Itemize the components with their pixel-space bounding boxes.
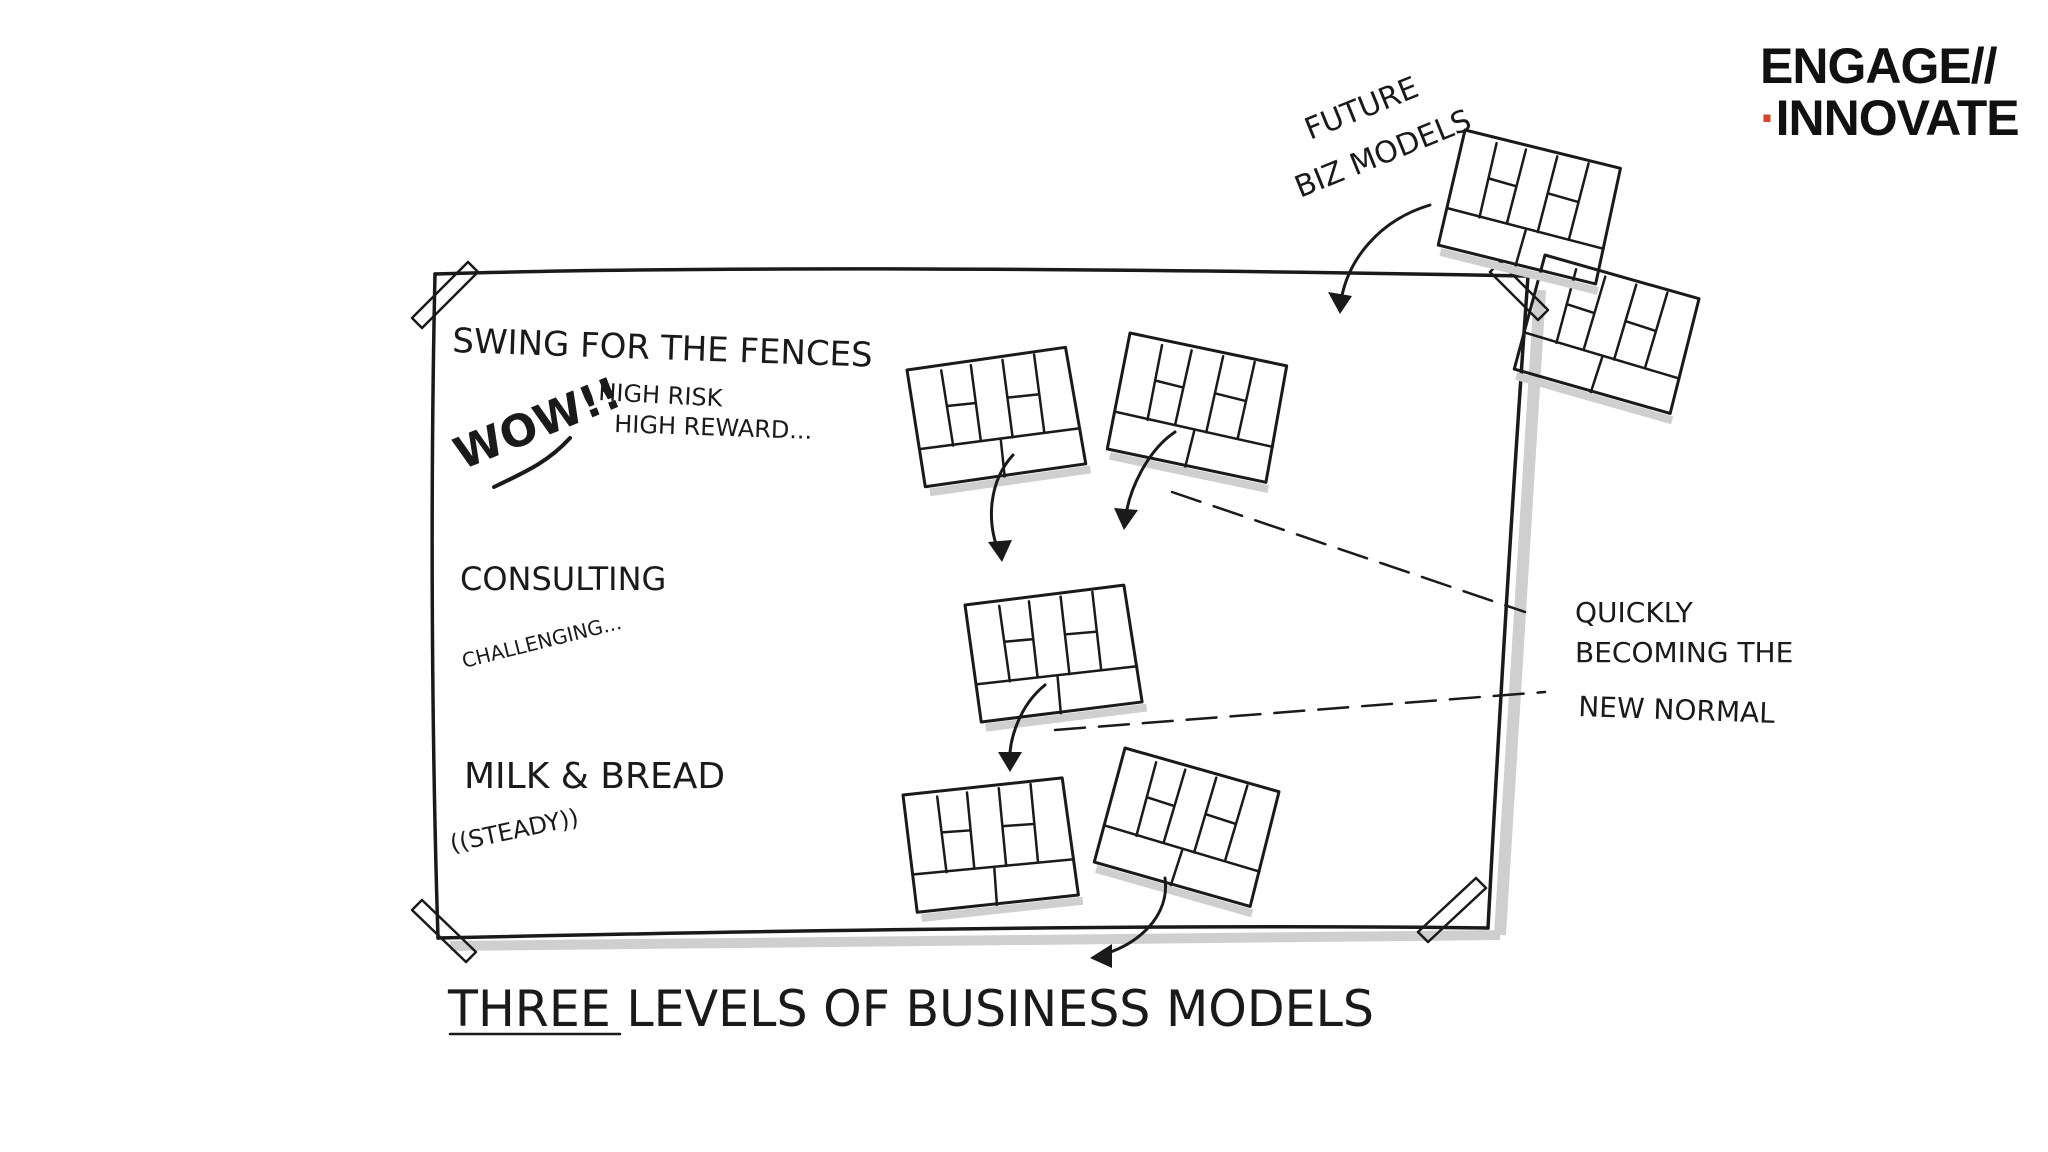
high-risk-label: HIGH RISK — [598, 378, 725, 413]
steady-label: ((STEADY)) — [447, 803, 581, 858]
canvas-swing-2 — [1100, 327, 1298, 495]
canvas-milk-1 — [903, 777, 1084, 919]
canvas-milk-2 — [1087, 742, 1291, 919]
arrow-milk2-down — [1090, 876, 1168, 968]
diagram-title: THREE LEVELS OF BUSINESS MODELS — [447, 980, 1374, 1038]
quickly-label: QUICKLY — [1575, 596, 1694, 629]
wow-underline — [492, 436, 572, 489]
new-normal-label: NEW NORMAL — [1578, 690, 1776, 730]
engage-innovate-logo: ENGAGE// ·INNOVATE — [1760, 38, 2020, 146]
milk-bread-label: MILK & BREAD — [464, 756, 725, 797]
tape-bottom-right — [1416, 876, 1488, 944]
canvas-swing-1 — [906, 346, 1091, 493]
becoming-label: BECOMING THE — [1575, 636, 1793, 669]
tape-top-left — [410, 260, 480, 330]
arrow-future-to-board — [1328, 203, 1432, 314]
arrow-swing1-to-consulting — [988, 453, 1015, 562]
logo-line-2: ·INNOVATE — [1760, 90, 2020, 146]
swing-label: SWING FOR THE FENCES — [452, 321, 874, 376]
tape-bottom-left — [410, 898, 478, 964]
whiteboard — [430, 267, 1546, 951]
high-reward-label: HIGH REWARD... — [614, 410, 813, 445]
arrow-swing2-to-consulting — [1114, 430, 1177, 530]
logo-line-1: ENGAGE// — [1760, 38, 1997, 94]
dashed-line-upper — [1170, 490, 1527, 614]
consulting-label: CONSULTING — [460, 560, 666, 598]
canvas-consulting — [964, 584, 1147, 728]
dashed-line-lower — [1053, 690, 1547, 732]
arrow-consulting-to-milk — [998, 683, 1047, 772]
challenging-label: CHALLENGING... — [459, 610, 623, 673]
logo-accent-dot: · — [1760, 90, 1777, 146]
